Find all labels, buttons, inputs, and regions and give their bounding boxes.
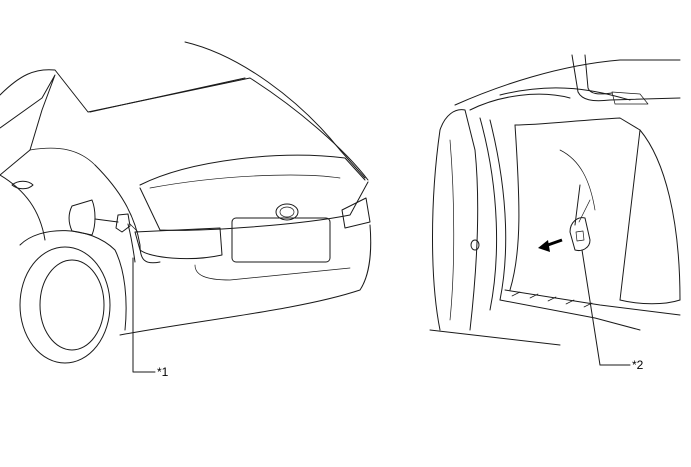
door-handle [11,180,34,190]
bumper-lower-line [194,264,351,281]
trunk-lid-edge [499,87,631,101]
right-tail-light [341,197,371,229]
trunk-side-bolt [470,239,480,251]
rear-bumper [119,224,372,336]
callout-2-leader [581,249,631,366]
fuel-lid-opener-knob-part [569,184,591,251]
trunk-lid-raised [454,59,681,106]
license-plate-recess [231,217,331,263]
left-tail-light [134,227,223,260]
rear-emblem [275,203,299,221]
trunk-rear-bumper [429,329,561,346]
trunk-hinge-arm [571,54,681,102]
rear-fender [94,164,161,264]
roof-upper-edge [184,41,366,179]
trunk-hinge-bracket [611,91,649,105]
wheel-arch [19,230,127,331]
trunk-lid-line [149,174,341,189]
fuel-lid-opener-cable-part [94,213,139,263]
callout-2-label: *2 [632,358,644,372]
rear-window-bottom [139,154,366,186]
trunk-opening-left-edge [439,109,479,331]
trunk-opening-seal [469,93,571,301]
rear-window-top [89,77,246,113]
sedan-rear-view [0,41,372,364]
pull-direction-arrow [538,238,563,252]
body-side [0,174,46,241]
rear-wheel-rim [39,259,105,351]
trunk-side-trim [514,117,641,301]
callout-1-leader [132,257,156,373]
trunk-sill-plate [504,289,681,316]
callout-1-label: *1 [157,365,169,379]
trunk-right-body [639,129,681,301]
door-line [29,147,96,166]
open-trunk-view [429,54,681,346]
trunk-panel [139,181,369,231]
rear-tire [19,246,111,364]
quarter-window [0,74,56,176]
roof-line [0,69,369,181]
fuel-lid [68,199,96,236]
